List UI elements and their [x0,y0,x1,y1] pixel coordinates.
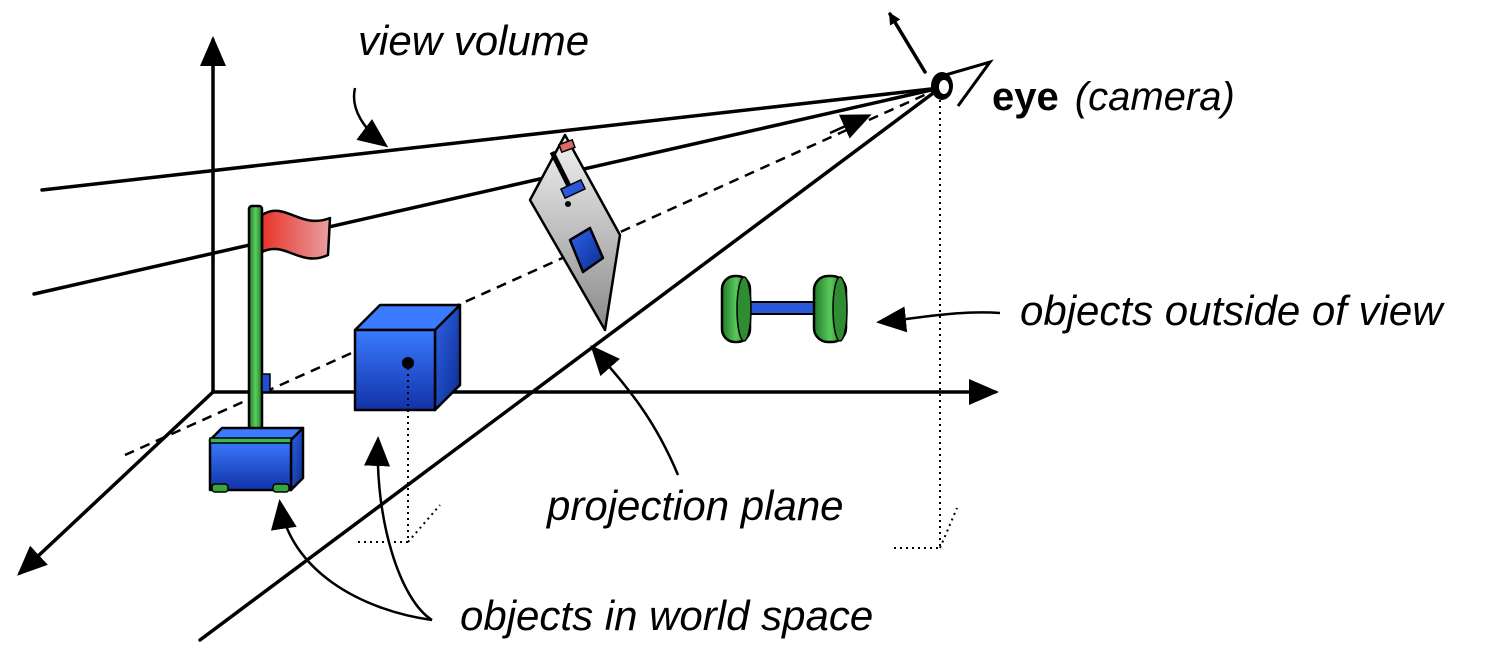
eye-camera-icon [888,12,994,107]
cube-object [353,303,462,412]
label-view-volume: view volume [358,17,589,64]
label-eye: eye (camera) [992,75,1235,119]
label-eye-word: eye [992,75,1059,119]
axis-z [17,390,215,576]
label-projection-plane: projection plane [545,482,844,529]
label-objects-world: objects in world space [460,592,873,639]
axle-object [720,274,848,344]
projection-plane [528,133,622,332]
view-volume-lines [32,86,942,642]
drop-lines [355,100,958,549]
label-objects-outside: objects outside of view [1020,287,1445,334]
world-axes [17,36,999,576]
line-of-sight-dashed [124,86,941,457]
flag-object [208,204,332,493]
label-camera: (camera) [1075,75,1235,119]
callout-arrows [271,87,1001,622]
